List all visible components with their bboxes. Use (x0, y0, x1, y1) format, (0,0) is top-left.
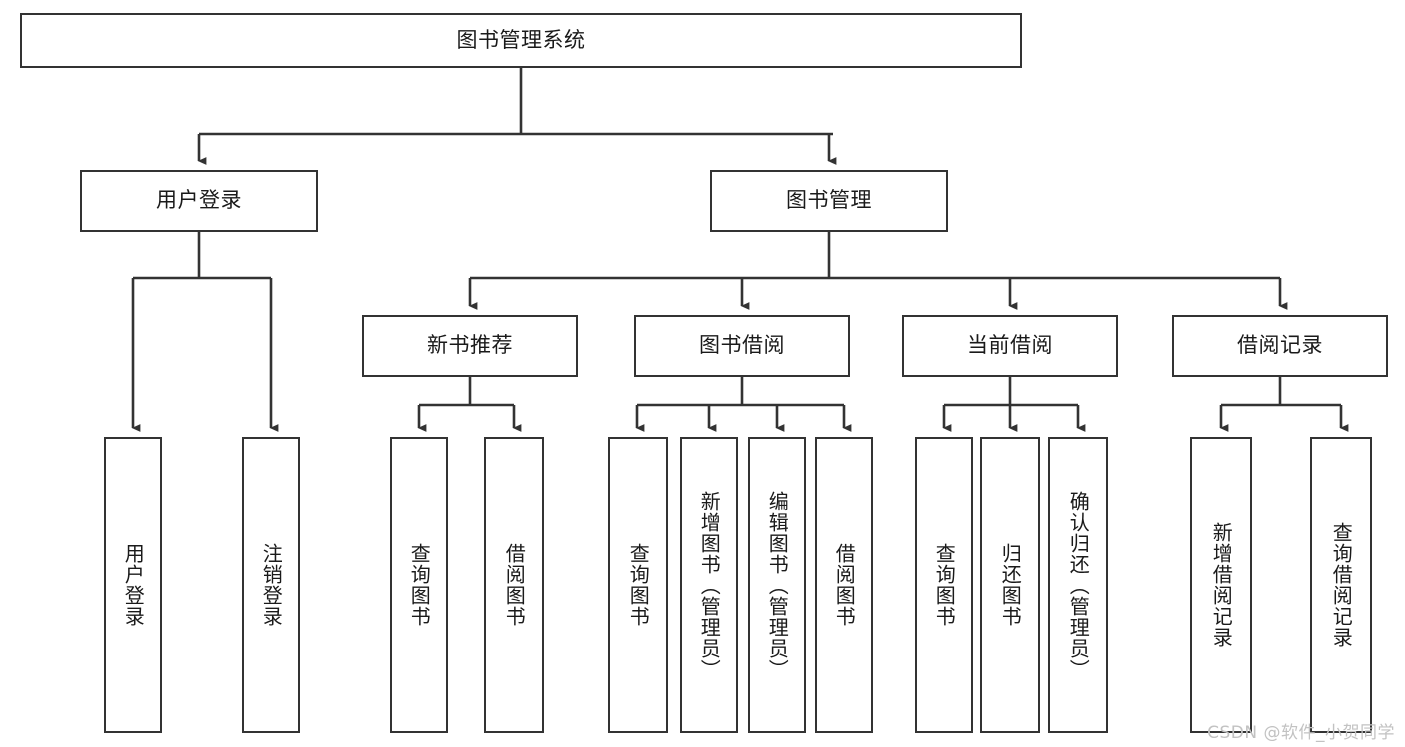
watermark: CSDN @软件_小贺同学 (1207, 723, 1395, 743)
node-book-borrow[interactable]: 图书借阅 (634, 315, 850, 377)
node-book-management-label: 图书管理 (786, 188, 872, 213)
leaf-borrow-book[interactable]: 借阅图书 (815, 437, 873, 733)
leaf-borrow-book-recommend-label: 借阅图书 (502, 543, 527, 627)
leaf-return-book-label: 归还图书 (998, 543, 1023, 627)
node-new-book-recommend[interactable]: 新书推荐 (362, 315, 578, 377)
leaf-query-book-borrow[interactable]: 查询图书 (608, 437, 668, 733)
leaf-logout[interactable]: 注销登录 (242, 437, 300, 733)
leaf-query-borrow-record[interactable]: 查询借阅记录 (1310, 437, 1372, 733)
node-current-borrow-label: 当前借阅 (967, 333, 1053, 358)
leaf-query-book-borrow-label: 查询图书 (626, 543, 651, 627)
leaf-edit-book-admin[interactable]: 编辑图书（管理员） (748, 437, 806, 733)
leaf-logout-label: 注销登录 (259, 543, 284, 627)
leaf-edit-book-admin-label: 编辑图书（管理员） (765, 490, 790, 680)
leaf-query-book-recommend-label: 查询图书 (407, 543, 432, 627)
node-book-management[interactable]: 图书管理 (710, 170, 948, 232)
node-book-borrow-label: 图书借阅 (699, 333, 785, 358)
leaf-return-book[interactable]: 归还图书 (980, 437, 1040, 733)
leaf-borrow-book-label: 借阅图书 (832, 543, 857, 627)
leaf-confirm-return-admin-label: 确认归还（管理员） (1066, 490, 1091, 680)
leaf-add-book-admin[interactable]: 新增图书（管理员） (680, 437, 738, 733)
node-root-label: 图书管理系统 (456, 27, 586, 52)
leaf-query-book-current[interactable]: 查询图书 (915, 437, 973, 733)
leaf-user-login-label: 用户登录 (121, 543, 146, 627)
leaf-add-book-admin-label: 新增图书（管理员） (697, 490, 722, 680)
leaf-confirm-return-admin[interactable]: 确认归还（管理员） (1048, 437, 1108, 733)
node-current-borrow[interactable]: 当前借阅 (902, 315, 1118, 377)
node-borrow-record-label: 借阅记录 (1237, 333, 1323, 358)
leaf-add-borrow-record-label: 新增借阅记录 (1209, 522, 1234, 648)
node-user-login[interactable]: 用户登录 (80, 170, 318, 232)
node-borrow-record[interactable]: 借阅记录 (1172, 315, 1388, 377)
leaf-borrow-book-recommend[interactable]: 借阅图书 (484, 437, 544, 733)
node-root[interactable]: 图书管理系统 (20, 13, 1022, 68)
leaf-add-borrow-record[interactable]: 新增借阅记录 (1190, 437, 1252, 733)
leaf-query-book-current-label: 查询图书 (932, 543, 957, 627)
node-user-login-label: 用户登录 (156, 188, 242, 213)
leaf-query-borrow-record-label: 查询借阅记录 (1329, 522, 1354, 648)
node-new-book-recommend-label: 新书推荐 (427, 333, 513, 358)
leaf-user-login[interactable]: 用户登录 (104, 437, 162, 733)
leaf-query-book-recommend[interactable]: 查询图书 (390, 437, 448, 733)
